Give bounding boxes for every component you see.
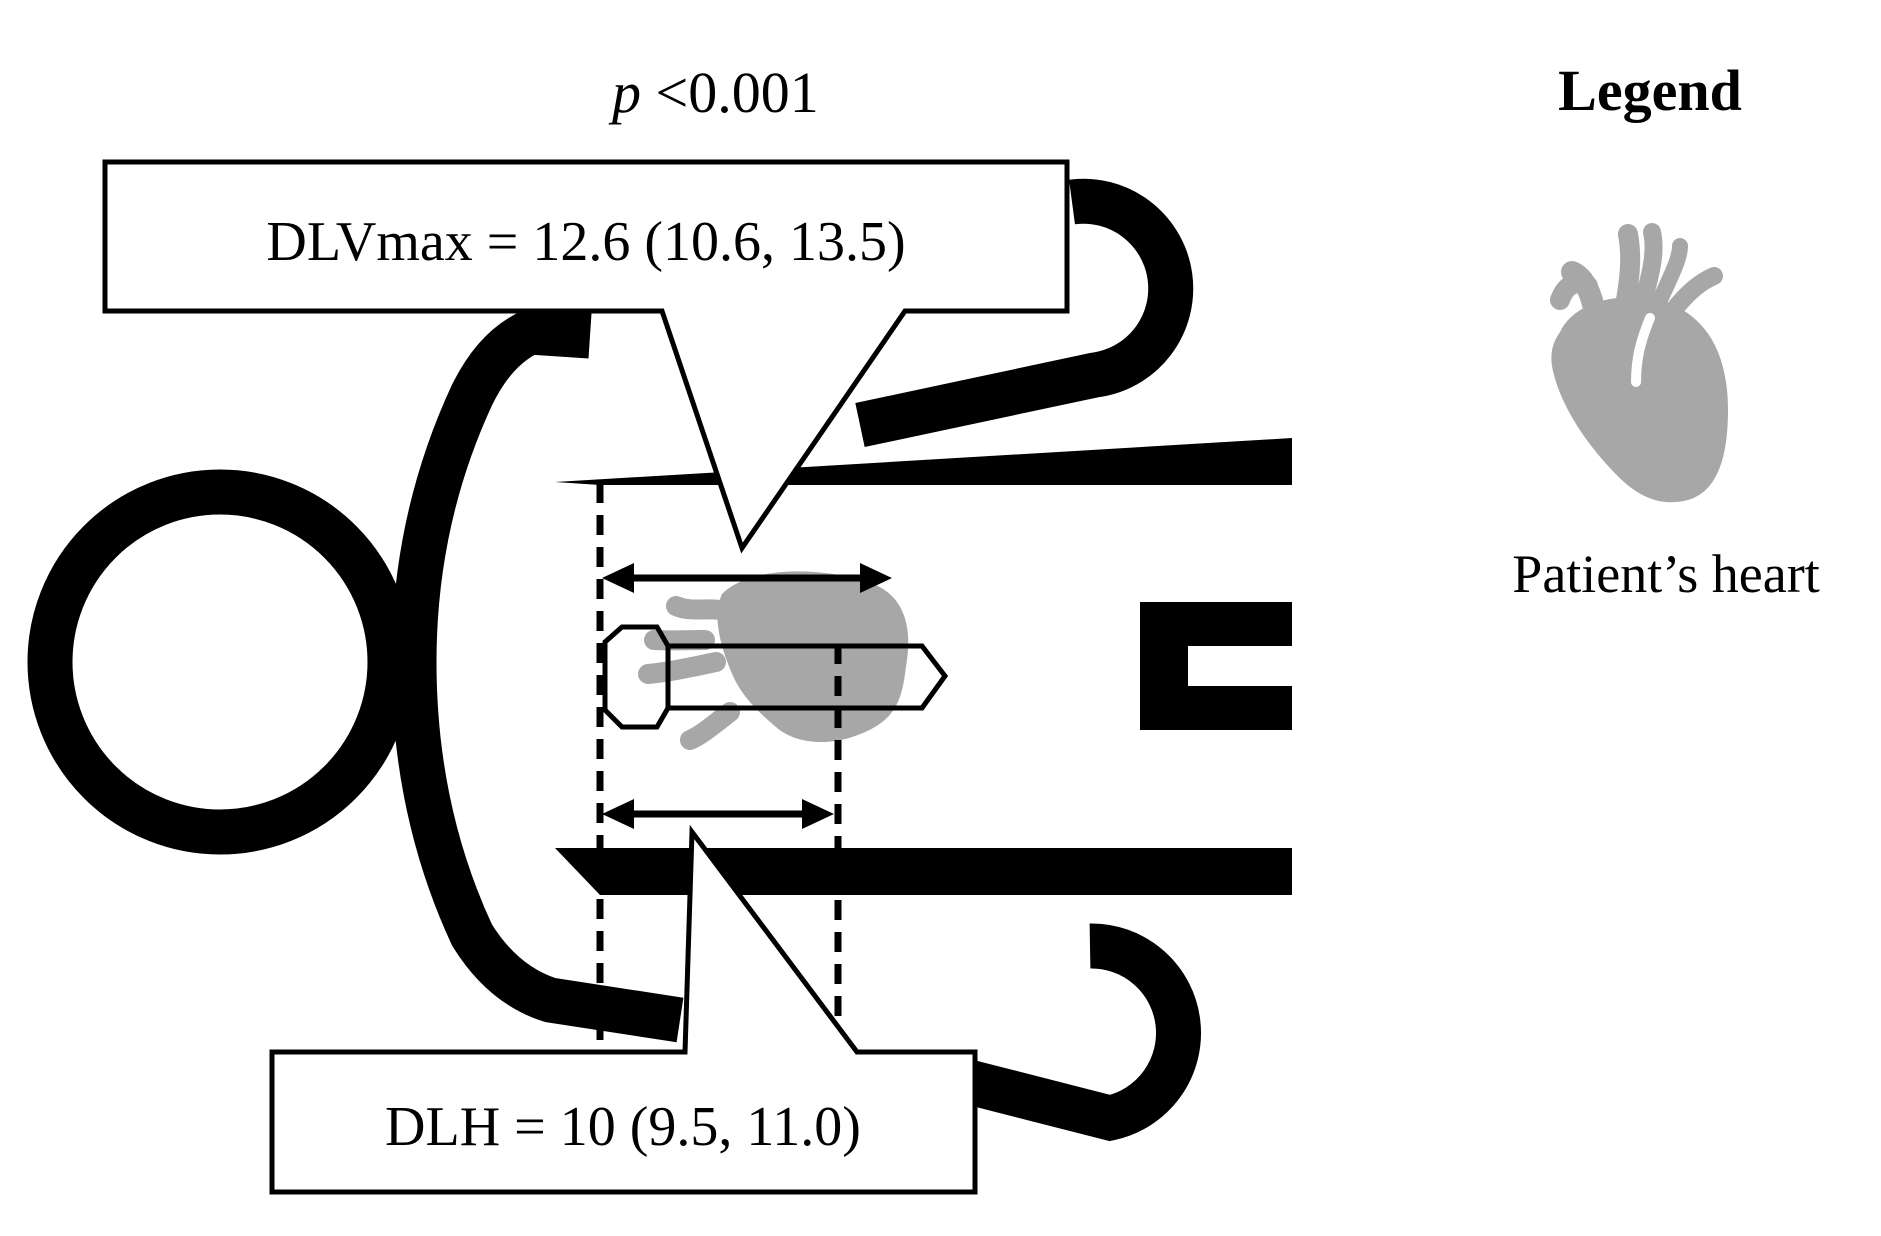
patient-head [27,469,413,855]
upper-leg [555,438,1292,485]
legend: Legend Patient’s heart [1512,58,1819,604]
dlh-arrow [602,799,834,829]
dlh-callout: DLH = 10 (9.5, 11.0) [269,824,978,1195]
patient-heart [638,571,909,750]
dlh-label: DLH = 10 (9.5, 11.0) [385,1096,861,1158]
legend-title: Legend [1558,58,1742,123]
patient-torso [391,309,684,1043]
dlvmax-label: DLVmax = 12.6 (10.6, 13.5) [266,211,905,273]
dlvmax-callout: DLVmax = 12.6 (10.6, 13.5) [102,159,1070,554]
feet-marker [1140,602,1292,730]
lower-leg [555,848,1292,895]
p-value-label: p <0.001 [608,60,819,125]
p-value-symbol: p [608,60,641,125]
lower-arm [959,923,1201,1142]
p-value-text: <0.001 [641,60,819,125]
heart-icon [1550,223,1728,503]
legend-caption: Patient’s heart [1512,544,1819,604]
upper-arm [855,178,1194,448]
probe-outline [602,624,949,730]
dlvmax-arrow [602,563,892,593]
